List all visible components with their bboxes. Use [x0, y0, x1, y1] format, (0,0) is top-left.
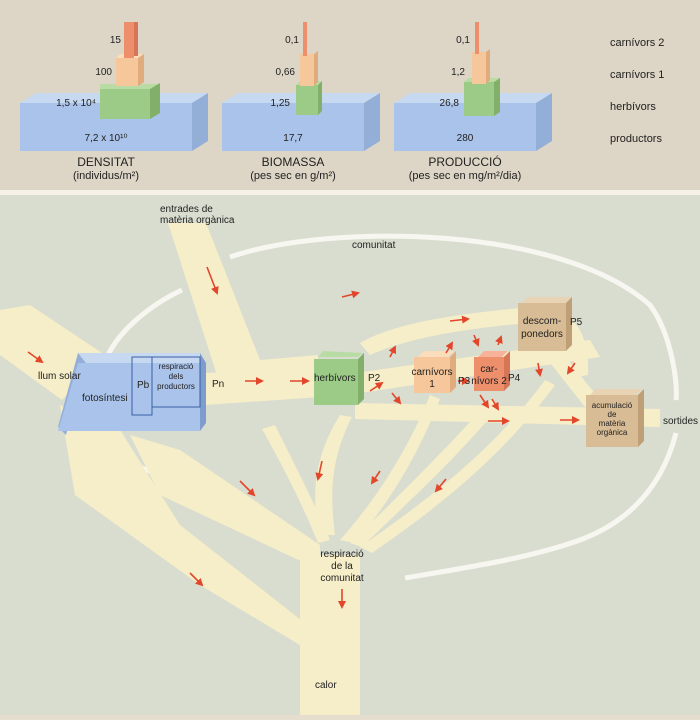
produccio-carn2-value: 0,1	[456, 35, 470, 46]
carnivors1-label-2: 1	[429, 379, 435, 390]
acumulacio-label-2: de	[608, 410, 617, 419]
descomponedors-label-1: descom-	[523, 316, 561, 327]
densitat-carn1-value: 100	[95, 67, 112, 78]
respiracio-productors-1: respiració	[159, 362, 194, 371]
produccio-unit: (pes sec en mg/m²/dia)	[409, 170, 521, 182]
productors-block	[58, 353, 206, 435]
herbivors-block	[314, 351, 364, 405]
carnivors2-block	[474, 351, 510, 391]
produccio-title: PRODUCCIÓ	[428, 154, 501, 169]
sortides-label: sortides	[663, 416, 698, 427]
entrades-label-1: entrades de	[160, 204, 213, 215]
p4-label: P4	[508, 373, 521, 384]
resp-comunitat-label-1: respiració	[320, 549, 364, 560]
section-divider	[0, 190, 700, 195]
pyramid-densitat	[20, 22, 208, 151]
acumulacio-label-4: orgànica	[597, 428, 628, 437]
produccio-herb-value: 26,8	[440, 98, 460, 109]
acumulacio-label-3: matèria	[599, 419, 626, 428]
carnivors1-label-1: carnívors	[411, 367, 452, 378]
carnivors2-label-2: nívors 2	[471, 376, 507, 387]
densitat-unit: (individus/m²)	[73, 170, 139, 182]
level-label-productors: productors	[610, 133, 662, 145]
flow-bands	[0, 223, 660, 715]
carnivors2-label-1: car-	[480, 364, 497, 375]
biomassa-herb-value: 1,25	[271, 98, 291, 109]
p2-label: P2	[368, 373, 381, 384]
pyramids-panel: 15 100 1,5 x 10⁴ 7,2 x 10¹⁰ 0,1 0,66 1,2…	[0, 0, 700, 190]
resp-comunitat-label-3: comunitat	[320, 573, 364, 584]
comunitat-label: comunitat	[352, 240, 396, 251]
level-label-carnivors1: carnívors 1	[610, 69, 664, 81]
produccio-carn1-value: 1,2	[451, 67, 465, 78]
llum-solar-label: llum solar	[38, 371, 81, 382]
respiracio-productors-3: productors	[157, 382, 195, 391]
fotosintesi-label: fotosíntesi	[82, 393, 128, 404]
descomponedors-block	[518, 297, 572, 351]
level-label-carnivors2: carnívors 2	[610, 37, 664, 49]
p3-label: P3	[458, 376, 471, 387]
resp-comunitat-label-2: de la	[331, 561, 353, 572]
pb-label: Pb	[137, 380, 150, 391]
biomassa-carn2-value: 0,1	[285, 35, 299, 46]
pn-label: Pn	[212, 379, 224, 390]
pyramid-biomassa	[222, 22, 380, 151]
entrades-label-2: matèria orgànica	[160, 215, 235, 226]
densitat-title: DENSITAT	[77, 155, 135, 169]
densitat-prod-value: 7,2 x 10¹⁰	[85, 133, 128, 144]
acumulacio-label-1: acumulació	[592, 401, 633, 410]
flow-arrows	[27, 266, 580, 609]
pyramid-produccio	[394, 22, 552, 151]
energy-flow-diagram: entrades de matèria orgànica comunitat l…	[0, 204, 698, 715]
herbivors-label: herbívors	[314, 373, 356, 384]
biomassa-prod-value: 17,7	[283, 133, 303, 144]
descomponedors-label-2: ponedors	[521, 329, 563, 340]
biomassa-title: BIOMASSA	[262, 155, 325, 169]
biomassa-unit: (pes sec en g/m²)	[250, 170, 336, 182]
respiracio-productors-2: dels	[169, 372, 184, 381]
produccio-prod-value: 280	[457, 133, 474, 144]
ecological-pyramids: 15 100 1,5 x 10⁴ 7,2 x 10¹⁰ 0,1 0,66 1,2…	[20, 22, 664, 182]
level-label-herbivors: herbívors	[610, 101, 656, 113]
p5-label: P5	[570, 317, 583, 328]
calor-label: calor	[315, 680, 337, 691]
biomassa-carn1-value: 0,66	[276, 67, 296, 78]
densitat-herb-value: 1,5 x 10⁴	[56, 98, 96, 109]
carnivors1-block	[414, 351, 456, 393]
energy-flow-panel: entrades de matèria orgànica comunitat l…	[0, 195, 700, 715]
densitat-carn2-value: 15	[110, 35, 122, 46]
acumulacio-block	[586, 389, 644, 447]
